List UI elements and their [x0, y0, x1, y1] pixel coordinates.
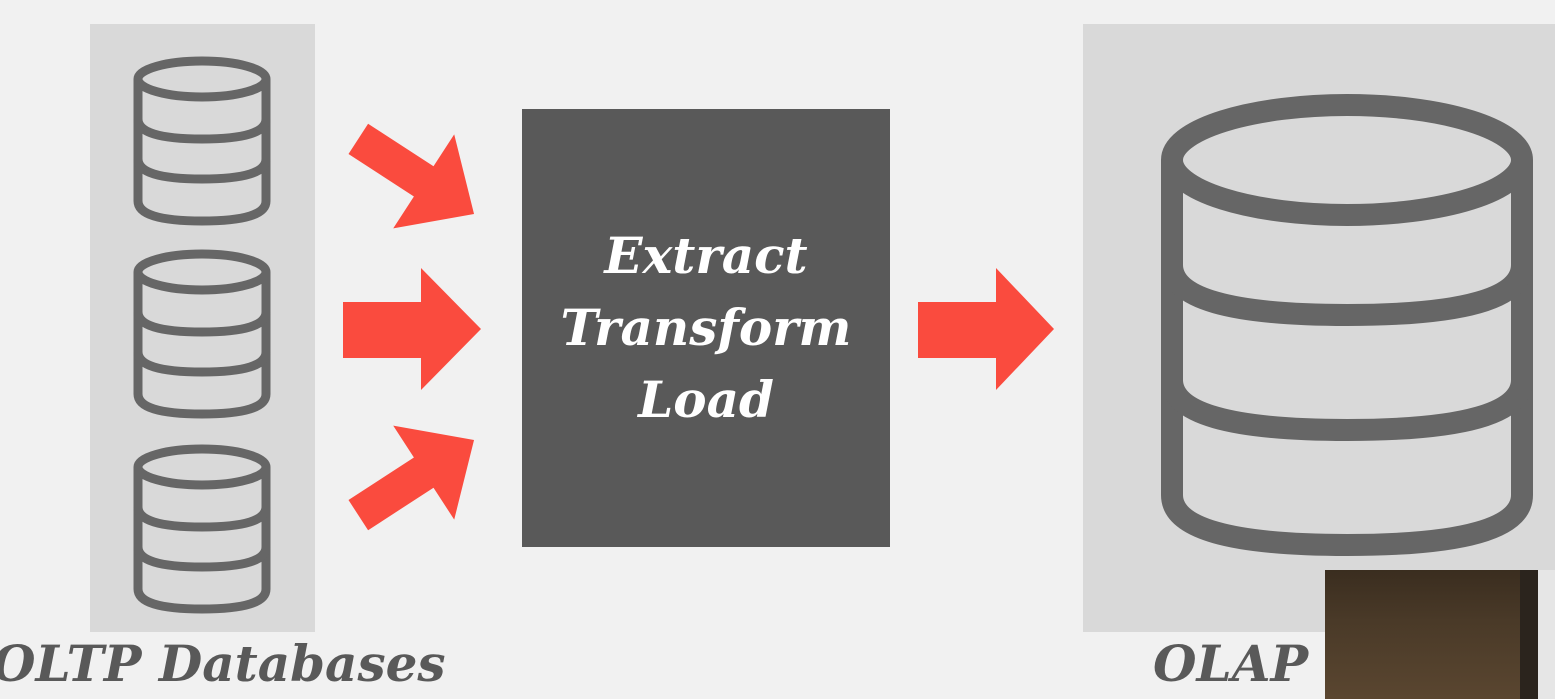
presenter-video-overlay: [1325, 570, 1538, 699]
arrow-icon: [343, 268, 481, 390]
arrow-icon: [348, 123, 475, 229]
video-edge: [1538, 570, 1555, 699]
arrow-icon: [348, 425, 475, 531]
database-icon: [133, 56, 271, 226]
arrow-icon: [918, 268, 1054, 390]
etl-extract-label: Extract: [604, 226, 808, 285]
olap-caption: OLAP: [1153, 634, 1309, 693]
database-icon: [1161, 94, 1533, 557]
video-shadow: [1520, 570, 1538, 699]
database-icon: [133, 444, 271, 614]
etl-load-label: Load: [638, 370, 774, 429]
oltp-caption: OLTP Databases: [0, 634, 446, 693]
etl-box: Extract Transform Load: [522, 109, 890, 547]
etl-transform-label: Transform: [560, 298, 852, 357]
database-icon: [133, 249, 271, 419]
